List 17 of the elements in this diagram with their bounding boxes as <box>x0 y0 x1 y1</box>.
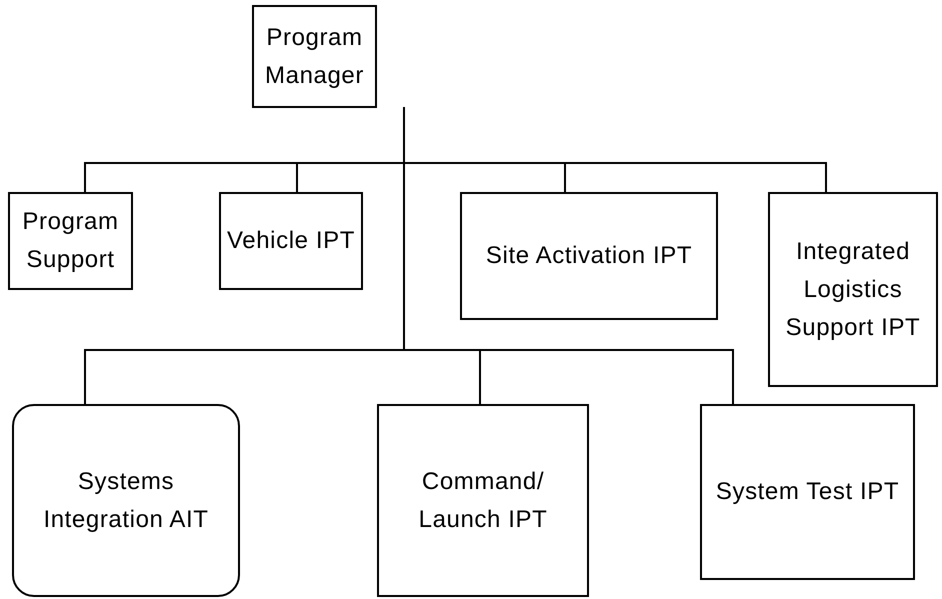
org-box <box>8 192 133 290</box>
org-box <box>768 192 938 387</box>
box-label: System Test IPT <box>716 477 900 507</box>
box-label: Integrated Logistics Support IPT <box>784 236 922 342</box>
org-box <box>460 192 718 320</box>
box-label: Program Support <box>21 207 120 275</box>
box-label: Vehicle IPT <box>227 226 355 256</box>
org-box <box>219 192 363 290</box>
org-box <box>252 5 377 108</box>
connector-line <box>403 107 734 404</box>
box-label: Command/ Launch IPT <box>418 466 548 534</box>
box-label: Site Activation IPT <box>486 241 692 271</box>
box-label: Systems Integration AIT <box>42 466 210 534</box>
org-box <box>377 404 589 597</box>
org-box <box>12 404 240 597</box>
org-box <box>700 404 915 580</box>
box-label: Program Manager <box>264 22 365 90</box>
